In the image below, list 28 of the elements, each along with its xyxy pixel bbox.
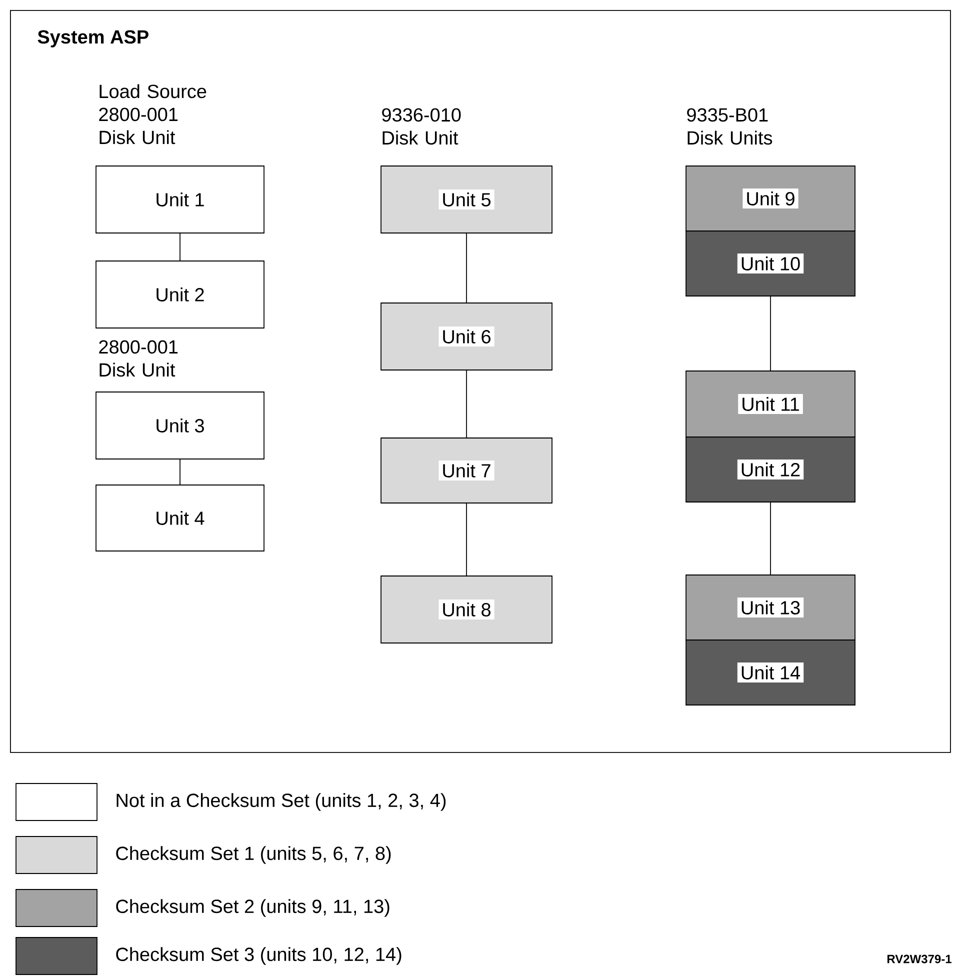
connector-line xyxy=(770,502,771,575)
unit-box: Unit 2 xyxy=(96,260,264,328)
column-heading: 2800-001 Disk Unit xyxy=(99,340,178,377)
legend-text: Checksum Set 1 (units 5, 6, 7, 8) xyxy=(116,846,391,864)
unit-box: Unit 6 xyxy=(380,302,552,370)
unit-box: Unit 4 xyxy=(96,484,264,552)
unit-box: Unit 5 xyxy=(380,166,552,234)
connector-line xyxy=(466,503,467,576)
unit-box: Unit 14 xyxy=(686,640,856,706)
column-heading: Load Source 2800-001 Disk Unit xyxy=(99,84,206,144)
unit-box: Unit 12 xyxy=(686,436,856,502)
unit-box: Unit 7 xyxy=(380,438,552,504)
legend-text: Not in a Checksum Set (units 1, 2, 3, 4) xyxy=(116,793,446,811)
unit-box: Unit 3 xyxy=(96,392,264,460)
unit-box: Unit 13 xyxy=(686,574,856,640)
unit-box: Unit 11 xyxy=(686,370,856,438)
unit-box: Unit 10 xyxy=(686,230,856,296)
column-heading: 9336-010 Disk Unit xyxy=(382,108,461,145)
legend-text: Checksum Set 2 (units 9, 11, 13) xyxy=(116,899,390,917)
legend-text: Checksum Set 3 (units 10, 12, 14) xyxy=(116,947,402,965)
unit-box: Unit 1 xyxy=(96,166,264,234)
figure-id: RV2W379-1 xyxy=(887,954,952,964)
connector-line xyxy=(466,233,467,303)
unit-box: Unit 8 xyxy=(380,576,552,644)
connector-line xyxy=(770,296,771,371)
unit-box: Unit 9 xyxy=(686,166,856,232)
connector-line xyxy=(466,370,467,438)
column-heading: 9335-B01 Disk Units xyxy=(687,108,772,145)
